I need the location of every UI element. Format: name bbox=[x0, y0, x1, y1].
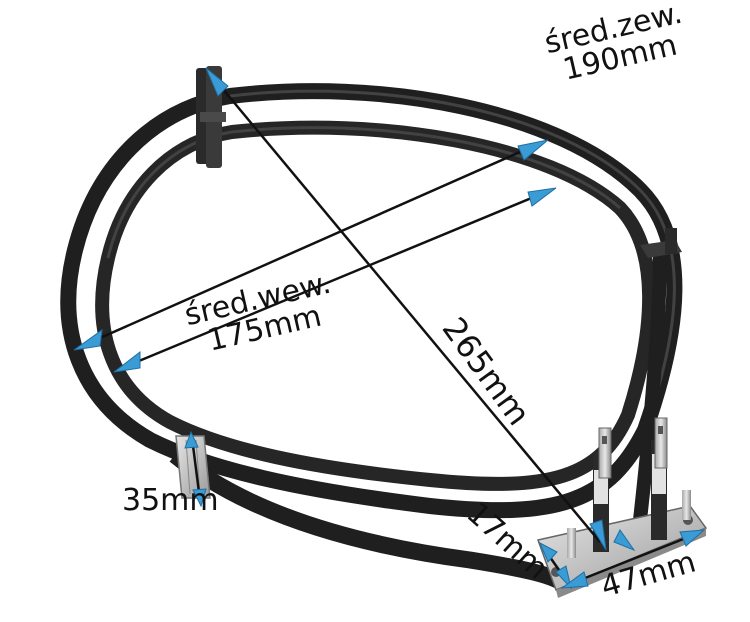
inner-diameter-line bbox=[121, 190, 547, 370]
bracket-arrow-bottom bbox=[192, 488, 207, 508]
terminal-gap-arrow-bottom bbox=[555, 565, 572, 590]
diagonal-arrow-bottom bbox=[589, 519, 607, 551]
outer-heating-coil bbox=[60, 83, 683, 519]
inner-diameter-arrow-left bbox=[113, 350, 141, 373]
terminal-plate-arrow-mid bbox=[613, 529, 636, 552]
lower-tube-loop bbox=[169, 448, 572, 592]
outer-diameter-arrow-left bbox=[73, 328, 103, 351]
diagonal-arrow-top bbox=[205, 67, 229, 97]
bracket-arrow-top bbox=[184, 430, 199, 449]
diagonal-length-line bbox=[211, 75, 601, 543]
left-metal-bracket bbox=[175, 435, 211, 499]
bracket-width-label: 35mm bbox=[122, 483, 219, 518]
outer-diameter-arrow-right bbox=[517, 139, 549, 161]
terminal-gap-arrow-top bbox=[538, 541, 558, 563]
terminal-plate-line bbox=[569, 532, 697, 586]
right-bracket bbox=[640, 228, 682, 258]
terminal-plate-arrow-left bbox=[560, 571, 589, 589]
terminal-plate-arrow-right bbox=[679, 529, 706, 547]
outer-diameter-line bbox=[81, 142, 539, 348]
inner-diameter-arrow-right bbox=[527, 187, 557, 207]
